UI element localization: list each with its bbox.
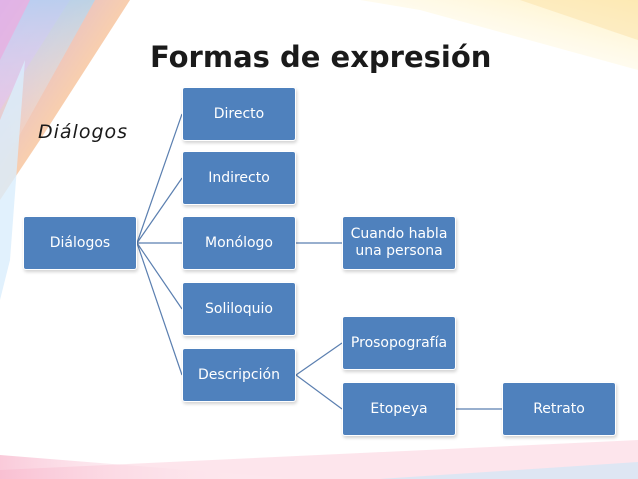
node-monologo: Monólogo — [182, 216, 296, 270]
node-retrato: Retrato — [502, 382, 616, 436]
connector-root-descripcion — [136, 242, 183, 376]
node-root: Diálogos — [23, 216, 137, 270]
connector-root-soliloquio — [136, 242, 183, 310]
node-soliloquio: Soliloquio — [182, 282, 296, 336]
node-descripcion: Descripción — [182, 348, 296, 402]
node-indirecto: Indirecto — [182, 151, 296, 205]
connector-root-indirecto — [136, 177, 183, 244]
slide-title: Formas de expresión — [150, 40, 492, 74]
node-prosopografia: Prosopografía — [342, 316, 456, 370]
node-directo: Directo — [182, 87, 296, 141]
node-etopeya: Etopeya — [342, 382, 456, 436]
node-cuando-habla: Cuando habla una persona — [342, 216, 456, 270]
connector-descripcion-etopeya — [295, 374, 343, 410]
slide-subtitle: Diálogos — [38, 121, 129, 143]
connector-descripcion-prosopografia — [295, 342, 343, 376]
connector-root-directo — [136, 113, 183, 244]
